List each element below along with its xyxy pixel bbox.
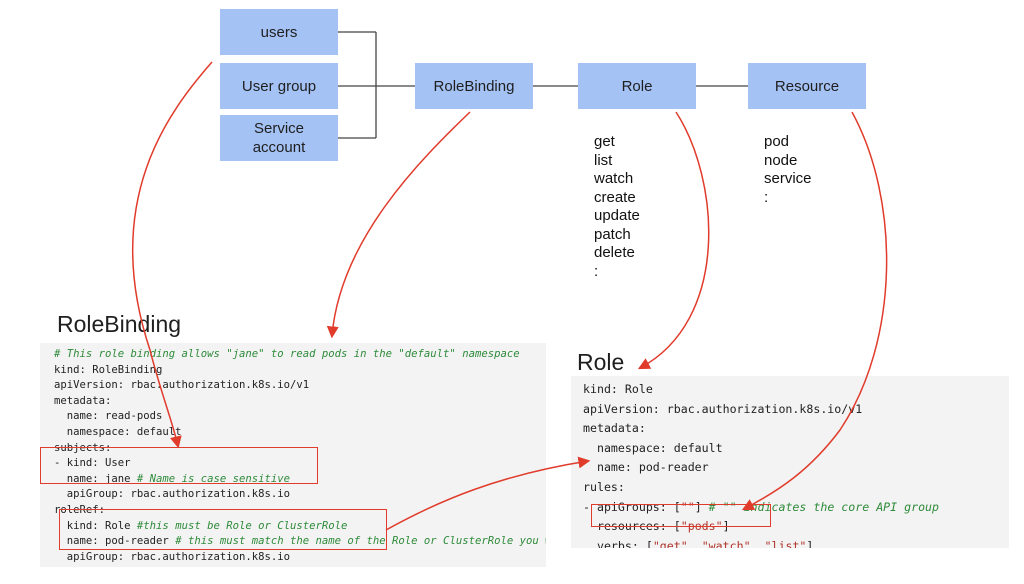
code-comment: # "" indicates the core API group	[708, 499, 940, 514]
code-text: ,	[750, 538, 765, 548]
code-line: kind: Role	[583, 382, 653, 396]
code-string: ""	[680, 499, 695, 514]
resource-item: :	[764, 188, 769, 206]
rolebinding-heading: RoleBinding	[57, 311, 182, 337]
code-text: name: jane	[54, 472, 137, 485]
code-line: apiGroup: rbac.authorization.k8s.io	[54, 488, 290, 501]
users-to-subjects-arrow	[132, 61, 213, 449]
code-line: apiGroup: rbac.authorization.k8s.io	[54, 550, 290, 563]
code-line: namespace: default	[583, 440, 723, 455]
resource-item: pod	[764, 133, 790, 150]
role-code-block: kind: Role apiVersion: rbac.authorizatio…	[571, 376, 1009, 548]
code-line: # This role binding allows "jane" to rea…	[54, 348, 520, 360]
code-line: - apiGroups: [""] # "" indicates the cor…	[583, 498, 1009, 518]
role-to-code-arrow	[637, 111, 710, 370]
verb-item: watch	[594, 170, 634, 187]
resource-box: Resource	[748, 63, 866, 109]
code-comment: #this must be Role or ClusterRole	[136, 519, 348, 532]
rolebinding-box: RoleBinding	[415, 63, 533, 109]
verb-list: get list watch create update patch delet…	[594, 133, 640, 281]
code-text: kind: Role	[54, 519, 137, 532]
code-line: kind: RoleBinding	[54, 363, 163, 376]
rolebinding-label: RoleBinding	[433, 77, 515, 95]
code-line: kind: Role #this must be Role or Cluster…	[54, 519, 546, 535]
code-line: name: jane # Name is case sensitive	[54, 472, 546, 488]
code-string: "watch"	[701, 538, 751, 548]
rolebinding-to-code-arrow	[326, 111, 471, 339]
code-line: rules:	[583, 479, 625, 494]
users-box: users	[220, 9, 338, 55]
user-group-box: User group	[220, 63, 338, 109]
resource-label: Resource	[774, 77, 840, 95]
verb-item: delete	[594, 244, 635, 261]
code-text: name: pod-reader	[54, 535, 176, 548]
code-line: metadata:	[583, 421, 646, 436]
user-group-label: User group	[241, 77, 317, 95]
code-line: verbs: ["get", "watch", "list"]	[583, 537, 1009, 548]
rolebinding-code-block: # This role binding allows "jane" to rea…	[40, 343, 546, 567]
resource-list: pod node service :	[764, 133, 812, 207]
code-line: metadata:	[54, 394, 112, 407]
code-line: apiVersion: rbac.authorization.k8s.io/v1	[583, 401, 863, 416]
service-account-box: Service account	[220, 115, 338, 161]
code-line: - kind: User	[54, 457, 131, 470]
resource-to-resources-arrow	[741, 111, 888, 511]
verb-item: list	[594, 151, 613, 169]
resources-highlight	[591, 504, 771, 527]
role-label: Role	[621, 77, 653, 95]
code-line: name: pod-reader	[583, 460, 709, 475]
verb-item: get	[594, 133, 615, 150]
code-string: "list"	[764, 538, 807, 548]
code-line: name: pod-reader # this must match the n…	[54, 534, 546, 550]
code-line: name: read-pods	[54, 410, 163, 423]
code-text: - apiGroups: [	[583, 499, 681, 514]
resource-item: node	[764, 151, 798, 169]
code-text: ]	[806, 538, 814, 548]
code-comment: # Name is case sensitive	[136, 472, 290, 485]
verb-item: update	[594, 207, 640, 224]
code-text: verbs: [	[583, 538, 653, 548]
resource-item: service	[764, 170, 812, 187]
role-box: Role	[578, 63, 696, 109]
verb-item: create	[594, 188, 636, 206]
code-text: ]	[694, 499, 709, 514]
code-string: "get"	[652, 538, 688, 548]
subject-connector-lines	[338, 31, 748, 139]
verb-item: :	[594, 262, 599, 280]
roleref-to-role-name-arrow	[385, 456, 591, 531]
role-heading: Role	[577, 349, 625, 375]
service-account-label: Service account	[252, 120, 306, 156]
verb-item: patch	[594, 225, 631, 243]
code-text: ,	[687, 538, 702, 548]
code-comment: # this must match the name of the Role o…	[175, 535, 546, 548]
code-line: namespace: default	[54, 425, 182, 438]
code-line: apiVersion: rbac.authorization.k8s.io/v1	[54, 379, 310, 392]
users-label: users	[260, 23, 298, 41]
